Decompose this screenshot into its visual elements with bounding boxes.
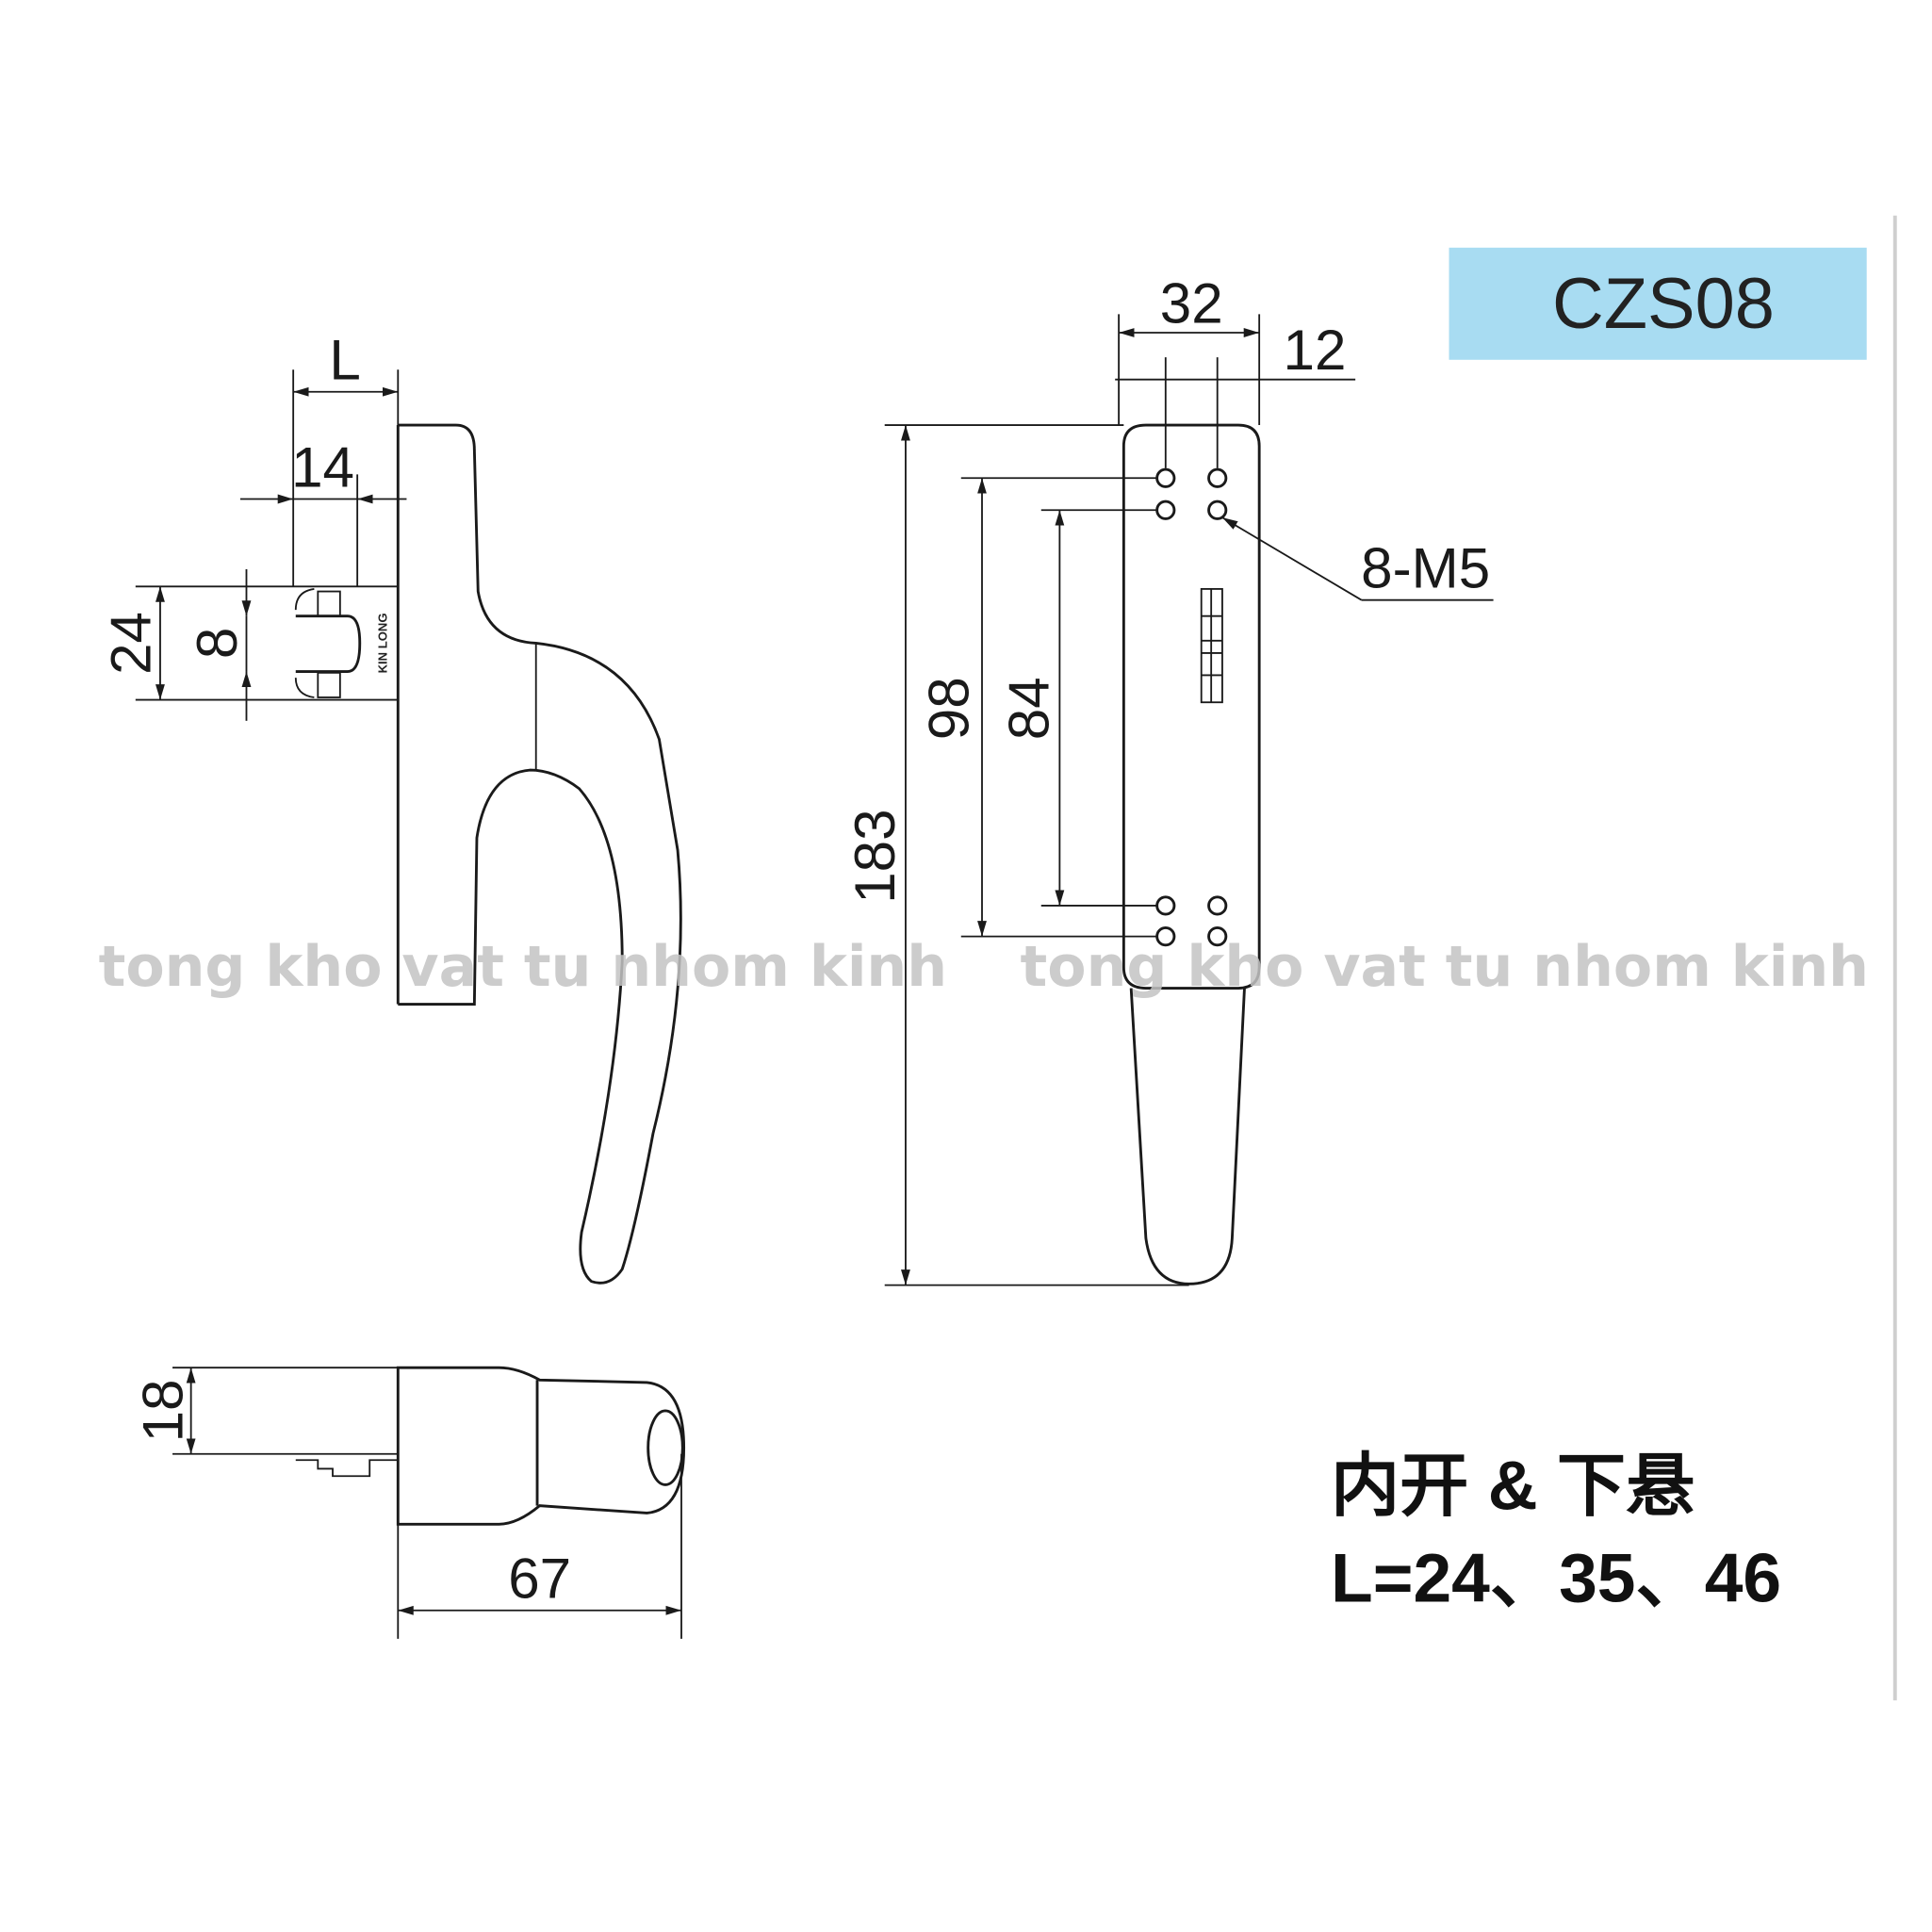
handle-side-outline [398, 423, 682, 1285]
dim-24: 24 [100, 612, 163, 675]
slot-mark [1200, 588, 1223, 704]
watermark-left: tong kho vat tu nhom kinh [99, 934, 947, 1000]
hole-callout: 8-M5 [1361, 537, 1490, 600]
brand-mark: KIN LONG [376, 614, 390, 674]
dim-14: 14 [291, 435, 354, 499]
dim-L: L [329, 329, 360, 392]
model-label: CZS08 [1552, 264, 1775, 344]
dim-32: 32 [1160, 272, 1223, 336]
handle-front-grip [1129, 988, 1246, 1285]
base-plate [1122, 423, 1261, 990]
caption-line-1: 内开 & 下悬 [1331, 1448, 1695, 1525]
front-view: 32 12 8-M5 183 98 84 [843, 272, 1494, 1286]
handle-top-outline [396, 1366, 686, 1526]
dim-67: 67 [508, 1547, 571, 1611]
dim-98: 98 [918, 677, 981, 740]
dim-18: 18 [131, 1380, 194, 1443]
dim-84: 84 [998, 677, 1061, 740]
mounting-holes [1155, 467, 1228, 947]
dim-183: 183 [843, 809, 907, 903]
dim-12: 12 [1284, 319, 1347, 382]
top-view: 18 67 [131, 1366, 686, 1639]
watermark-right: tong kho vat tu nhom kinh [1021, 934, 1869, 1000]
side-view: KIN LONG L 14 24 8 [100, 329, 682, 1285]
model-badge: CZS08 [1449, 247, 1867, 360]
dim-8: 8 [186, 628, 249, 659]
caption-line-2: L=24、35、46 [1331, 1540, 1781, 1617]
